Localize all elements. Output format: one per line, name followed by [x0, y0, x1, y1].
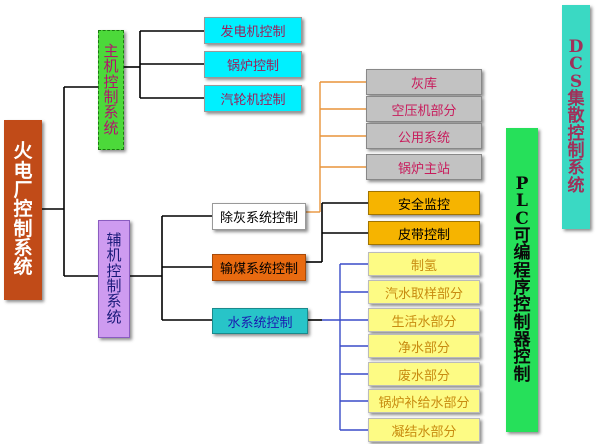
coal-item-safety-monitor: 安全监控 — [368, 191, 480, 215]
water-system-node: 水系统控制 — [212, 308, 308, 334]
water-item-boiler-makeup-water: 锅炉补给水部分 — [368, 389, 480, 413]
water-item-domestic-water: 生活水部分 — [368, 308, 480, 332]
coal-item-belt-control: 皮带控制 — [368, 221, 480, 245]
main-system-node: 主机控制系统 — [98, 30, 124, 150]
dcs-label-box: DCS集散控制系统 — [562, 5, 590, 229]
water-item-clean-water: 净水部分 — [368, 334, 480, 358]
ash-item-boiler-master: 锅炉主站 — [366, 154, 482, 180]
water-item-steam-water-sampling: 汽水取样部分 — [368, 280, 480, 304]
main-system-label: 主机控制系统 — [103, 42, 119, 137]
aux-system-label: 辅机控制系统 — [106, 231, 122, 326]
ash-system-node: 除灰系统控制 — [212, 203, 306, 230]
main-item-turbine: 汽轮机控制 — [204, 85, 302, 112]
plc-label: PLC可编程序控制器控制 — [513, 174, 531, 385]
main-item-boiler: 锅炉控制 — [204, 51, 302, 78]
dcs-label: DCS集散控制系统 — [567, 37, 585, 196]
ash-item-ash-silo: 灰库 — [366, 69, 482, 95]
plc-label-box: PLC可编程序控制器控制 — [506, 128, 538, 432]
ash-item-air-compressor: 空压机部分 — [366, 96, 482, 122]
root-label: 火电厂控制系统 — [13, 140, 33, 279]
water-item-hydrogen: 制氢 — [368, 252, 480, 276]
aux-system-node: 辅机控制系统 — [98, 220, 130, 338]
root-node: 火电厂控制系统 — [4, 120, 42, 300]
coal-system-node: 输煤系统控制 — [212, 254, 306, 281]
water-item-condensate: 凝结水部分 — [368, 418, 480, 442]
ash-item-public-system: 公用系统 — [366, 123, 482, 149]
main-item-generator: 发电机控制 — [204, 17, 302, 44]
water-item-waste-water: 废水部分 — [368, 362, 480, 386]
